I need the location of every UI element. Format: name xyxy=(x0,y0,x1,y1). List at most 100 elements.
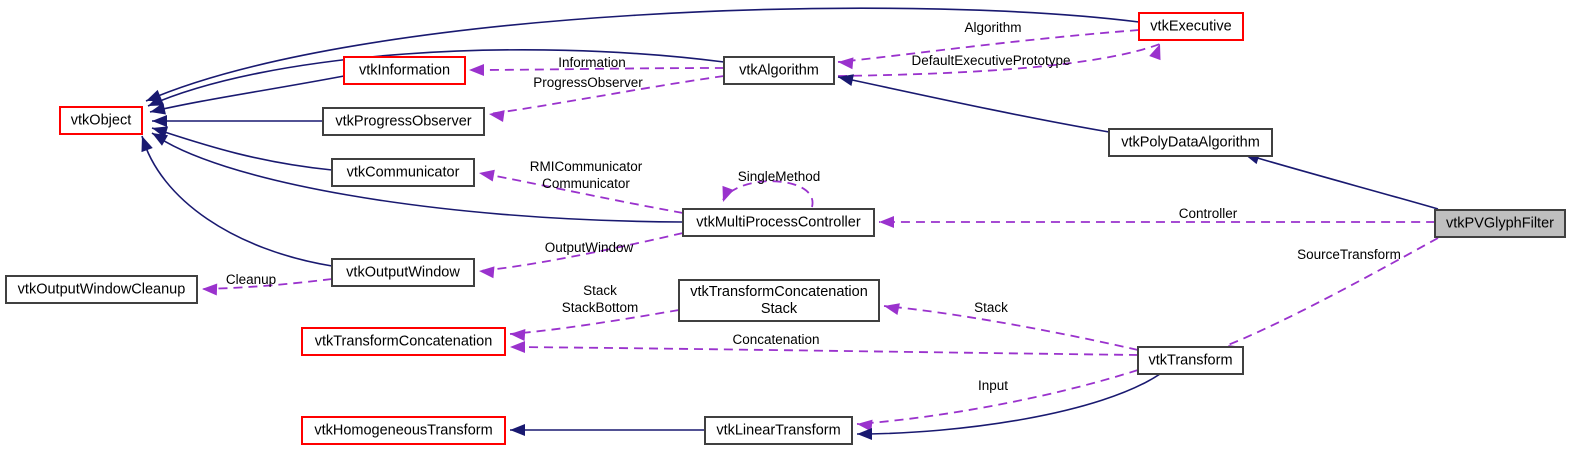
edge-e-lin-trans xyxy=(856,373,1161,440)
node-vtkCommunicator[interactable]: vtkCommunicator xyxy=(331,158,475,187)
edge-e-progress-object xyxy=(152,115,323,127)
edge-e-pvglyph-poly xyxy=(1243,152,1439,210)
usage-edge xyxy=(883,305,1139,351)
edge-label-e-info-usage: Information xyxy=(558,55,626,70)
arrowhead-icon xyxy=(510,341,525,353)
node-vtkOutputWindowCleanup[interactable]: vtkOutputWindowCleanup xyxy=(5,275,198,304)
node-box[interactable] xyxy=(331,158,475,187)
node-box[interactable] xyxy=(1434,209,1566,238)
edge-e-homog-lin xyxy=(510,424,705,436)
arrowhead-icon xyxy=(152,133,168,146)
node-box[interactable] xyxy=(1138,12,1244,41)
node-vtkOutputWindow[interactable]: vtkOutputWindow xyxy=(331,258,475,287)
edges-layer xyxy=(141,7,1439,440)
usage-edge xyxy=(837,43,1161,77)
edge-label-e-sourcetransform: SourceTransform xyxy=(1297,247,1401,262)
node-box[interactable] xyxy=(331,258,475,287)
edge-e-sourcetransform xyxy=(1227,237,1439,358)
usage-edge xyxy=(478,232,684,272)
node-vtkTransform[interactable]: vtkTransform xyxy=(1137,346,1244,375)
arrowhead-icon xyxy=(479,169,495,182)
node-box[interactable] xyxy=(704,416,853,445)
edge-e-progress-usage xyxy=(488,75,725,123)
edge-label-e-ctrl: Controller xyxy=(1179,206,1238,221)
edge-label-e-exec-defaultproto: DefaultExecutivePrototype xyxy=(911,53,1070,68)
arrowhead-icon xyxy=(152,115,167,127)
node-vtkInformation[interactable]: vtkInformation xyxy=(343,56,466,85)
edge-e-singlemethod xyxy=(722,180,814,208)
arrowhead-icon xyxy=(150,102,166,115)
inheritance-edge xyxy=(149,75,345,113)
edge-e-info-usage xyxy=(468,64,725,76)
node-vtkProgressObserver[interactable]: vtkProgressObserver xyxy=(322,107,485,136)
node-vtkExecutive[interactable]: vtkExecutive xyxy=(1138,12,1244,41)
usage-edge xyxy=(201,278,333,290)
edge-e-exec-defaultproto xyxy=(837,43,1161,77)
edge-e-outwin-object xyxy=(141,135,333,267)
arrowhead-icon xyxy=(838,57,854,70)
arrowhead-icon xyxy=(469,64,484,76)
arrowhead-icon xyxy=(857,419,873,432)
node-box[interactable] xyxy=(301,416,506,445)
arrowhead-icon xyxy=(202,283,218,296)
node-vtkAlgorithm[interactable]: vtkAlgorithm xyxy=(723,56,835,85)
arrowhead-icon xyxy=(884,303,900,315)
edge-e-poly-alg xyxy=(837,74,1110,133)
arrowhead-icon xyxy=(722,185,734,202)
node-vtkHomogeneousTransform[interactable]: vtkHomogeneousTransform xyxy=(301,416,506,445)
node-vtkPVGlyphFilter[interactable]: vtkPVGlyphFilter xyxy=(1434,209,1566,238)
arrowhead-icon xyxy=(1149,44,1161,61)
arrowhead-icon xyxy=(838,74,854,86)
edge-e-ctrl xyxy=(879,216,1435,228)
inheritance-edge xyxy=(151,127,333,171)
inheritance-edge xyxy=(151,132,684,223)
node-vtkPolyDataAlgorithm[interactable]: vtkPolyDataAlgorithm xyxy=(1108,128,1273,157)
usage-edge xyxy=(468,67,725,71)
arrowhead-icon xyxy=(489,110,505,123)
node-box[interactable] xyxy=(5,275,198,304)
edge-e-mpc-object xyxy=(151,132,684,223)
edge-e-comm-object xyxy=(151,126,333,171)
usage-edge xyxy=(722,180,814,208)
inheritance-edge xyxy=(837,76,1110,133)
arrowhead-icon xyxy=(510,424,525,436)
arrowhead-icon xyxy=(857,428,872,440)
node-box[interactable] xyxy=(322,107,485,136)
node-box[interactable] xyxy=(301,327,506,356)
edge-e-info-object xyxy=(149,75,345,115)
node-vtkObject[interactable]: vtkObject xyxy=(59,106,143,135)
inheritance-edge xyxy=(145,7,1140,102)
edge-e-alg-exec xyxy=(837,29,1140,70)
inheritance-edge xyxy=(147,49,725,107)
node-box[interactable] xyxy=(1137,346,1244,375)
usage-edge xyxy=(509,346,1139,356)
node-vtkLinearTransform[interactable]: vtkLinearTransform xyxy=(704,416,853,445)
node-box[interactable] xyxy=(343,56,466,85)
edge-label-e-stack: Stack xyxy=(974,300,1008,315)
arrowhead-icon xyxy=(510,329,526,342)
edge-e-cleanup xyxy=(201,278,333,296)
node-box[interactable] xyxy=(682,208,875,237)
node-vtkTransformConcatenation[interactable]: vtkTransformConcatenation xyxy=(301,327,506,356)
edge-e-input xyxy=(856,369,1139,432)
arrowhead-icon xyxy=(479,266,495,279)
node-vtkMultiProcessController[interactable]: vtkMultiProcessController xyxy=(682,208,875,237)
node-box[interactable] xyxy=(678,279,880,322)
edge-e-outwin-usage xyxy=(478,232,684,279)
node-box[interactable] xyxy=(1108,128,1273,157)
edge-e-stackbottom xyxy=(509,309,680,342)
edge-e-alg-object xyxy=(147,49,725,107)
arrowhead-icon xyxy=(879,216,894,228)
node-box[interactable] xyxy=(59,106,143,135)
usage-edge xyxy=(1227,237,1439,346)
edge-label-e-concatenation: Concatenation xyxy=(732,332,819,347)
inheritance-edge xyxy=(1243,153,1439,210)
usage-edge xyxy=(478,172,684,214)
edge-label-e-input: Input xyxy=(978,378,1008,393)
edge-label-e-cleanup: Cleanup xyxy=(226,272,276,287)
node-box[interactable] xyxy=(723,56,835,85)
arrowhead-icon xyxy=(148,94,165,106)
usage-edge xyxy=(509,309,680,335)
